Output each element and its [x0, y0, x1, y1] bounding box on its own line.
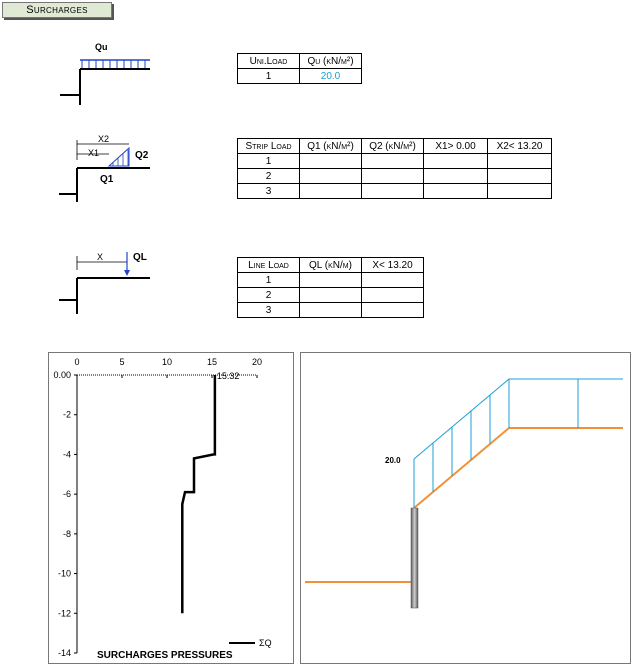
x-tick-label: 15	[207, 357, 217, 367]
strip-load-header: Strip Load	[237, 138, 300, 154]
chart-title: SURCHARGES PRESSURES	[97, 650, 233, 661]
strip-x2-cell[interactable]	[487, 153, 552, 169]
uni-row-index: 1	[237, 68, 300, 84]
strip-load-table: Strip Load Q1 (kN/m²) Q2 (kN/m²) X1> 0.0…	[237, 138, 552, 199]
legend-label: ΣQ	[259, 638, 272, 648]
y-tick-label: -14	[58, 648, 71, 658]
retained-ground-line	[413, 427, 623, 509]
y-tick-label: 0.00	[53, 370, 71, 380]
line-x-cell[interactable]	[361, 302, 424, 318]
pressure-chart-panel: 0 5 10 15 20 0.00 -2 -4 -6 -8 -10 -12 -14 15.32 SURC…	[48, 352, 294, 664]
load-value-label: 20.0	[385, 456, 401, 465]
x2-label: X2	[98, 134, 109, 144]
line-load-table: Line Load QL (kN/m) X< 13.20 1 2 3	[237, 257, 424, 318]
line-row-index: 2	[237, 287, 300, 303]
uni-load-header: Uni.Load	[237, 53, 300, 69]
q1-label: Q1	[100, 174, 114, 185]
section-view-panel: 20.0	[300, 352, 631, 664]
line-ql-cell[interactable]	[299, 302, 362, 318]
line-row-index: 3	[237, 302, 300, 318]
x1-header: X1> 0.00	[423, 138, 488, 154]
surcharge-profile	[413, 378, 623, 460]
line-load-diagram: X QL	[59, 252, 150, 314]
strip-x1-cell[interactable]	[423, 168, 488, 184]
series-line	[181, 375, 217, 614]
pressure-chart: 0 5 10 15 20 0.00 -2 -4 -6 -8 -10 -12 -14 15.32 SURC…	[53, 357, 272, 661]
section-view: 20.0	[305, 378, 623, 609]
strip-q2-cell[interactable]	[361, 168, 424, 184]
uniform-load-diagram: Qu	[60, 42, 150, 105]
y-tick-label: -6	[63, 489, 71, 499]
x2-header: X2< 13.20	[487, 138, 552, 154]
x-tick-label: 0	[74, 357, 79, 367]
y-tick-label: -12	[58, 608, 71, 618]
strip-row-index: 3	[237, 183, 300, 199]
ql-label: QL	[133, 252, 147, 263]
x1-label: X1	[88, 148, 99, 158]
qu-label: Qu	[95, 42, 108, 52]
line-x-cell[interactable]	[361, 272, 424, 288]
strip-q1-cell[interactable]	[299, 183, 362, 199]
line-load-header: Line Load	[237, 257, 300, 273]
surcharge-verticals	[413, 379, 579, 508]
strip-q2-cell[interactable]	[361, 183, 424, 199]
strip-load-diagram: X2 X1 Q2 Q1	[59, 134, 150, 202]
q2-header: Q2 (kN/m²)	[361, 138, 424, 154]
strip-q1-cell[interactable]	[299, 168, 362, 184]
y-tick-label: -10	[58, 569, 71, 579]
qu-header: Qu (kN/m²)	[299, 53, 362, 69]
q2-label: Q2	[135, 150, 149, 161]
x-tick-label: 5	[119, 357, 124, 367]
strip-q2-cell[interactable]	[361, 153, 424, 169]
surcharges-tab[interactable]: Surcharges	[2, 2, 112, 18]
y-tick-label: -4	[63, 449, 71, 459]
x-tick-label: 10	[162, 357, 172, 367]
x-header: X< 13.20	[361, 257, 424, 273]
y-tick-label: -2	[63, 410, 71, 420]
line-x-cell[interactable]	[361, 287, 424, 303]
uniform-load-table: Uni.Load Qu (kN/m²) 1 20.0	[237, 53, 362, 84]
line-ql-cell[interactable]	[299, 287, 362, 303]
x-tick-label: 20	[252, 357, 262, 367]
uniform-arrows	[81, 60, 146, 68]
qu-value-cell[interactable]: 20.0	[299, 68, 362, 84]
strip-x2-cell[interactable]	[487, 168, 552, 184]
line-ql-cell[interactable]	[299, 272, 362, 288]
strip-x2-cell[interactable]	[487, 183, 552, 199]
strip-row-index: 1	[237, 153, 300, 169]
line-row-index: 1	[237, 272, 300, 288]
q1-header: Q1 (kN/m²)	[299, 138, 362, 154]
retaining-wall	[410, 507, 419, 609]
strip-q1-cell[interactable]	[299, 153, 362, 169]
x-label: X	[97, 252, 103, 262]
ql-header: QL (kN/m)	[299, 257, 362, 273]
strip-x1-cell[interactable]	[423, 183, 488, 199]
max-value-annotation: 15.32	[217, 371, 240, 381]
strip-row-index: 2	[237, 168, 300, 184]
strip-x1-cell[interactable]	[423, 153, 488, 169]
y-tick-label: -8	[63, 529, 71, 539]
